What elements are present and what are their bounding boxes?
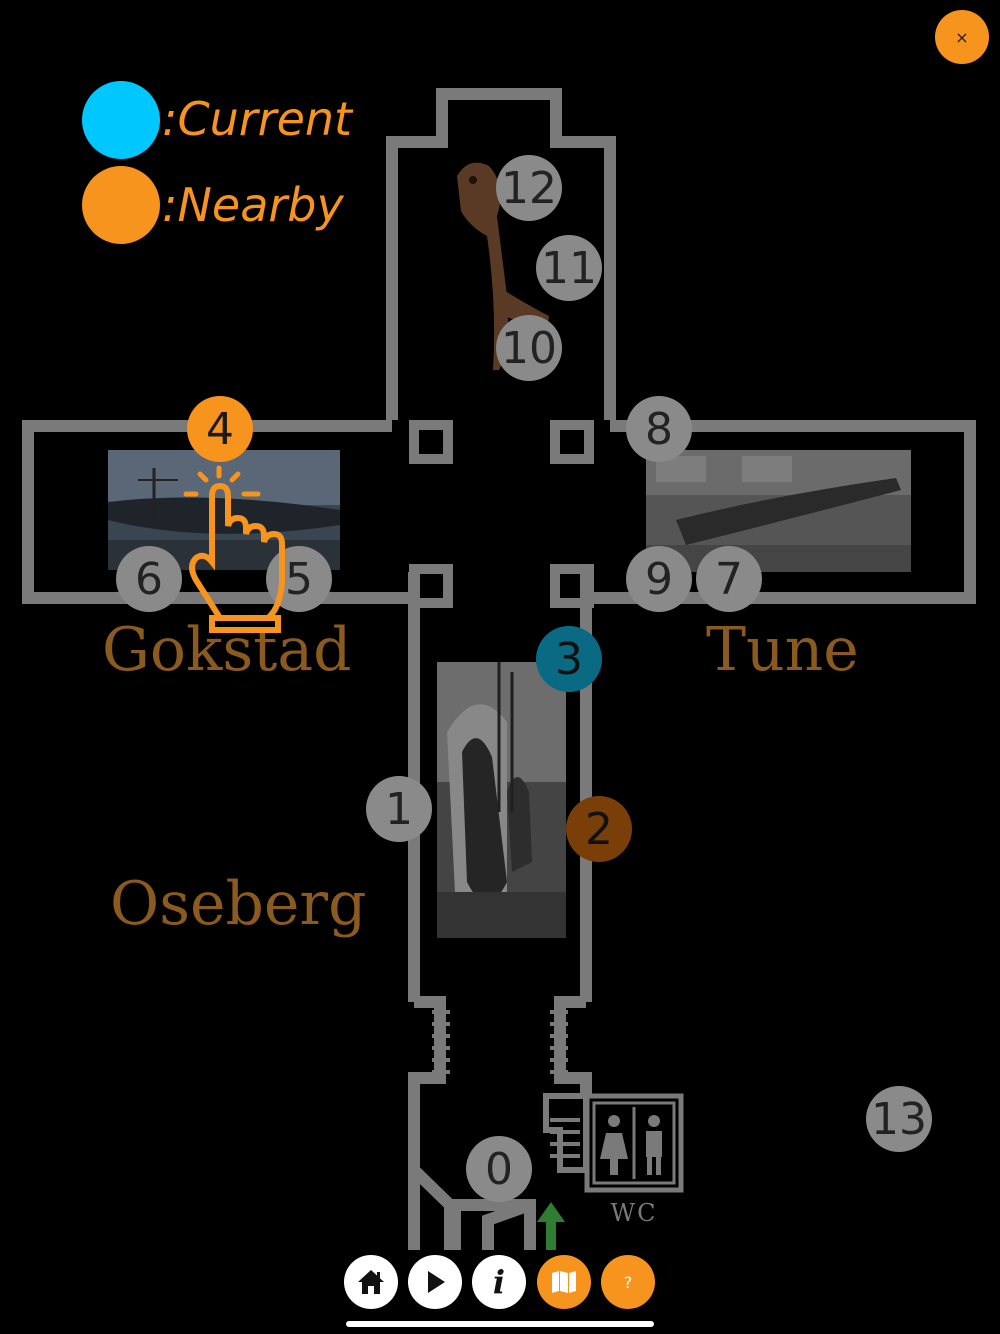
exhibit-marker-12[interactable]: 12 bbox=[496, 155, 562, 221]
wc-label: WC bbox=[610, 1199, 658, 1227]
oseberg-ship-photo bbox=[437, 662, 566, 938]
info-button[interactable]: i bbox=[472, 1255, 526, 1309]
exhibit-marker-4[interactable]: 4 bbox=[187, 396, 253, 462]
exhibit-marker-11[interactable]: 11 bbox=[536, 235, 602, 301]
legend-current-dot bbox=[82, 81, 160, 159]
play-button[interactable] bbox=[408, 1255, 462, 1309]
exhibit-marker-3[interactable]: 3 bbox=[536, 626, 602, 692]
tap-hint-hand-icon bbox=[183, 465, 285, 633]
help-button[interactable]: ? bbox=[601, 1255, 655, 1309]
exhibit-marker-6[interactable]: 6 bbox=[116, 546, 182, 612]
exhibit-marker-7[interactable]: 7 bbox=[696, 546, 762, 612]
legend-nearby-dot bbox=[82, 166, 160, 244]
entrance-arrow-icon bbox=[537, 1202, 565, 1250]
exhibit-marker-13[interactable]: 13 bbox=[866, 1086, 932, 1152]
legend-current-label: :Current bbox=[162, 92, 353, 146]
close-button[interactable]: × bbox=[935, 10, 989, 64]
tune-ship-photo bbox=[646, 450, 911, 572]
map-button[interactable] bbox=[537, 1255, 591, 1309]
hall-label-tune: Tune bbox=[706, 615, 859, 685]
play-icon bbox=[428, 1271, 445, 1293]
exhibit-marker-0[interactable]: 0 bbox=[466, 1136, 532, 1202]
exhibit-marker-10[interactable]: 10 bbox=[496, 315, 562, 381]
info-icon: i bbox=[492, 1263, 506, 1301]
exhibit-marker-8[interactable]: 8 bbox=[626, 396, 692, 462]
home-icon bbox=[358, 1270, 384, 1294]
restroom-icon bbox=[584, 1093, 684, 1193]
home-indicator bbox=[346, 1321, 654, 1327]
wc-area: WC bbox=[584, 1093, 684, 1227]
help-icon: ? bbox=[623, 1272, 633, 1292]
hall-label-oseberg: Oseberg bbox=[110, 869, 367, 939]
exhibit-marker-1[interactable]: 1 bbox=[366, 776, 432, 842]
map-icon bbox=[552, 1271, 576, 1293]
home-button[interactable] bbox=[344, 1255, 398, 1309]
exhibit-marker-9[interactable]: 9 bbox=[626, 546, 692, 612]
legend-nearby-label: :Nearby bbox=[162, 178, 344, 232]
exhibit-marker-2[interactable]: 2 bbox=[566, 796, 632, 862]
